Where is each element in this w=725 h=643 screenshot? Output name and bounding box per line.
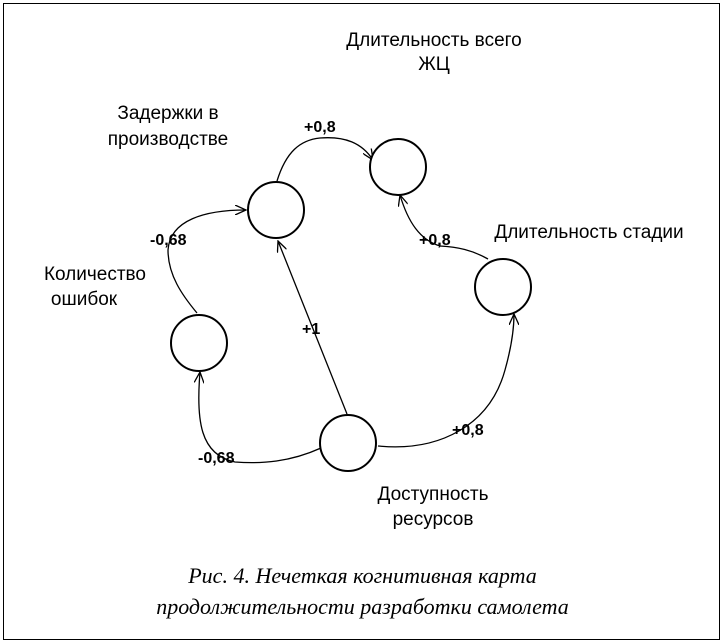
edge-stage-to-total [400,195,489,260]
label-total-duration-line1: Длительность всего [346,30,521,51]
edge-resources-to-errors [199,372,322,464]
node-total-duration [369,138,427,196]
edge-resources-to-stage [377,314,514,448]
figure-caption: Рис. 4. Нечеткая когнитивная карта продо… [0,560,725,622]
edge-resources-to-delays [278,241,348,415]
edge-label-resources-to-delays: +1 [302,321,320,338]
label-error-count-line1: Количество [44,264,146,285]
edge-label-delays-to-total: +0,8 [304,119,336,136]
edge-delays-to-total [276,137,373,182]
label-resource-availability-line2: ресурсов [393,509,474,530]
label-resource-availability-line1: Доступность [377,484,488,505]
node-stage-duration [474,258,532,316]
node-error-count [170,314,228,372]
label-error-count-line2: ошибок [51,289,118,310]
label-total-duration-line2: ЖЦ [418,54,450,75]
node-production-delays [247,181,305,239]
label-production-delays-line2: производстве [108,129,229,150]
edge-label-stage-to-total: +0,8 [419,232,451,249]
label-production-delays-line1: Задержки в [117,103,218,124]
node-resource-availability [319,414,377,472]
caption-line-2: продолжительности разработки самолета [156,594,569,619]
edge-label-resources-to-errors: -0,68 [198,450,235,467]
figure-frame [3,3,720,640]
caption-line-1: Рис. 4. Нечеткая когнитивная карта [188,563,537,588]
label-stage-duration-line1: Длительность стадии [494,222,683,243]
edge-errors-to-delays [167,210,246,314]
edge-label-errors-to-delays: -0,68 [150,232,187,249]
edge-label-resources-to-stage: +0,8 [452,422,484,439]
